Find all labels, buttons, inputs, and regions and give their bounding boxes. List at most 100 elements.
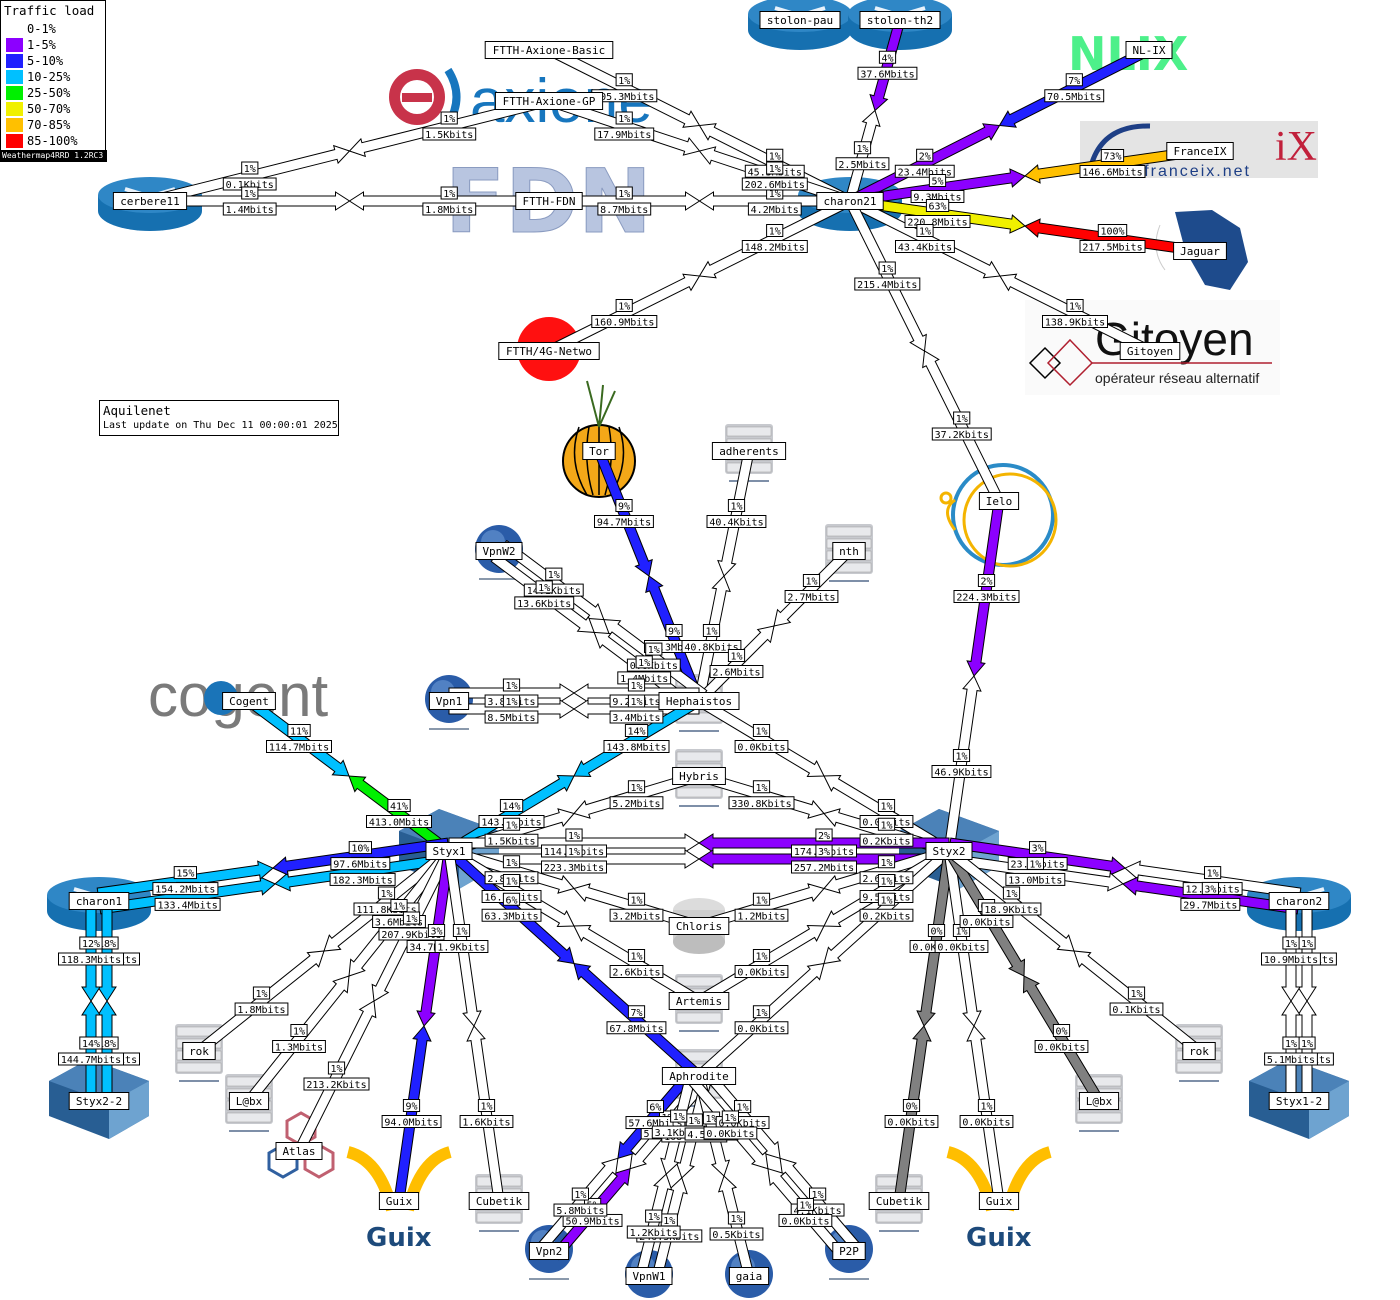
node-aphrodite[interactable]: Aphrodite [661, 1067, 737, 1085]
node-vpnw1[interactable]: VpnW1 [625, 1267, 673, 1285]
link-arrow[interactable] [466, 1025, 505, 1203]
link-arrow[interactable] [869, 18, 906, 112]
node-charon1[interactable]: charon1 [68, 892, 130, 910]
link-a-bandwidth: 40.4Kbits [706, 515, 767, 529]
link-arrow[interactable] [998, 44, 1152, 128]
node-ftth-fdn[interactable]: FTTH-FDN [515, 192, 583, 210]
node-cubetik-left[interactable]: Cubetik [468, 1192, 530, 1210]
link-b-percent: 1% [327, 1061, 346, 1075]
node-vpnw2[interactable]: VpnW2 [475, 542, 523, 560]
link-b-percent-text: 1% [730, 652, 742, 663]
node-lbx-left[interactable]: L@bx [228, 1092, 270, 1110]
link-arrow[interactable] [946, 853, 1124, 892]
node-lbx-right[interactable]: L@bx [1078, 1092, 1120, 1110]
node-cogent[interactable]: Cogent [222, 692, 276, 710]
node-vpn1[interactable]: Vpn1 [428, 692, 470, 710]
link-b-bandwidth-text: 94.0Mbits [384, 1118, 438, 1129]
node-hybris[interactable]: Hybris [672, 767, 726, 785]
link-arrow[interactable] [922, 350, 1005, 504]
node-stolon-pau[interactable]: stolon-pau [759, 11, 841, 29]
node-atlas[interactable]: Atlas [275, 1142, 323, 1160]
link-arrow[interactable] [97, 900, 117, 1002]
link-arrow[interactable] [1281, 1000, 1301, 1102]
link-arrow[interactable] [717, 449, 755, 577]
node-tor[interactable]: Tor [582, 442, 616, 460]
node-styx1-2[interactable]: Styx1-2 [1268, 1092, 1330, 1110]
link-arrow[interactable] [943, 849, 982, 1027]
link-arrow[interactable] [693, 575, 731, 703]
link-arrow[interactable] [443, 849, 482, 1027]
link-arrow[interactable] [635, 1173, 673, 1276]
link-a-percent: 3% [427, 924, 446, 938]
link-arrow[interactable] [293, 1000, 377, 1154]
link-arrow[interactable] [847, 123, 1001, 207]
link-arrow[interactable] [966, 499, 1005, 677]
link-arrow[interactable] [348, 95, 551, 158]
link-b-bandwidth-text: 1.2Kbits [630, 1228, 678, 1239]
node-p2p[interactable]: P2P [832, 1242, 866, 1260]
node-charon2[interactable]: charon2 [1268, 892, 1330, 910]
node-nl-ix[interactable]: NL-IX [1125, 41, 1173, 59]
link-b-percent-text: 1% [1285, 1039, 1297, 1050]
link-arrow[interactable] [1281, 900, 1301, 1002]
node-franceix[interactable]: FranceIX [1166, 142, 1234, 160]
node-adherents[interactable]: adherents [711, 442, 787, 460]
link-arrow[interactable] [1024, 218, 1202, 257]
link-arrow[interactable] [546, 273, 701, 357]
node-ielo[interactable]: Ielo [978, 492, 1020, 510]
link-arrow[interactable] [698, 195, 853, 279]
node-guix-left[interactable]: Guix [378, 1192, 420, 1210]
link-a-percent: 1% [627, 780, 646, 794]
node-hephaistos[interactable]: Hephaistos [658, 692, 740, 710]
link-arrow[interactable] [448, 683, 575, 703]
link-arrow[interactable] [81, 900, 101, 1002]
node-vpn2[interactable]: Vpn2 [528, 1242, 570, 1260]
link-arrow[interactable] [1121, 876, 1300, 915]
node-cerbere11[interactable]: cerbere11 [112, 192, 188, 210]
link-arrow[interactable] [943, 675, 982, 853]
node-cubetik-right[interactable]: Cubetik [868, 1192, 930, 1210]
node-nth[interactable]: nth [832, 542, 866, 560]
link-a-percent: 1% [535, 580, 553, 594]
link-arrow[interactable] [148, 144, 351, 207]
link-a-bandwidth-text: 111.8Kbits [356, 905, 416, 916]
node-gitoyen[interactable]: Gitoyen [1119, 342, 1181, 360]
link-arrow[interactable] [1297, 1000, 1317, 1102]
node-ftth-4g[interactable]: FTTH/4G-Netwo [498, 342, 600, 360]
link-arrow[interactable] [844, 109, 881, 203]
node-styx2-2[interactable]: Styx2-2 [68, 1092, 130, 1110]
node-label: Cogent [229, 695, 269, 708]
node-rok-left[interactable]: rok [182, 1042, 216, 1060]
node-ftth-axione-gp[interactable]: FTTH-Axione-GP [494, 92, 604, 110]
link-arrow[interactable] [573, 770, 702, 819]
link-a-bandwidth: 18.9Kbits [981, 902, 1042, 916]
link-arrow[interactable] [844, 198, 927, 352]
link-arrow[interactable] [966, 1025, 1005, 1203]
node-rok-right[interactable]: rok [1182, 1042, 1216, 1060]
link-a-percent-text: 1% [505, 858, 517, 869]
link-arrow[interactable] [81, 1000, 101, 1102]
link-arrow[interactable] [717, 1175, 755, 1278]
link-arrow[interactable] [893, 1025, 932, 1203]
node-styx2[interactable]: Styx2 [925, 842, 973, 860]
node-jaguar[interactable]: Jaguar [1173, 242, 1227, 260]
link-a-bandwidth-text: 148.2Mbits [745, 243, 805, 254]
link-a-percent: 1% [241, 161, 259, 175]
node-charon21[interactable]: charon21 [816, 192, 884, 210]
node-chloris[interactable]: Chloris [668, 917, 730, 935]
node-ftth-axione-basic[interactable]: FTTH-Axione-Basic [484, 41, 614, 59]
node-gaia[interactable]: gaia [728, 1267, 770, 1285]
node-styx1[interactable]: Styx1 [425, 842, 473, 860]
link-arrow[interactable] [393, 1025, 432, 1203]
link-arrow[interactable] [1297, 900, 1317, 1002]
link-arrow[interactable] [948, 837, 1127, 876]
link-arrow[interactable] [593, 448, 653, 577]
link-arrow[interactable] [96, 860, 274, 899]
link-b-percent-text: 1% [255, 989, 267, 1000]
node-stolon-th2[interactable]: stolon-th2 [859, 11, 941, 29]
node-guix-right[interactable]: Guix [978, 1192, 1020, 1210]
link-arrow[interactable] [1022, 975, 1104, 1105]
link-arrow[interactable] [97, 1000, 117, 1102]
link-arrow[interactable] [271, 837, 450, 876]
node-artemis[interactable]: Artemis [668, 992, 730, 1010]
